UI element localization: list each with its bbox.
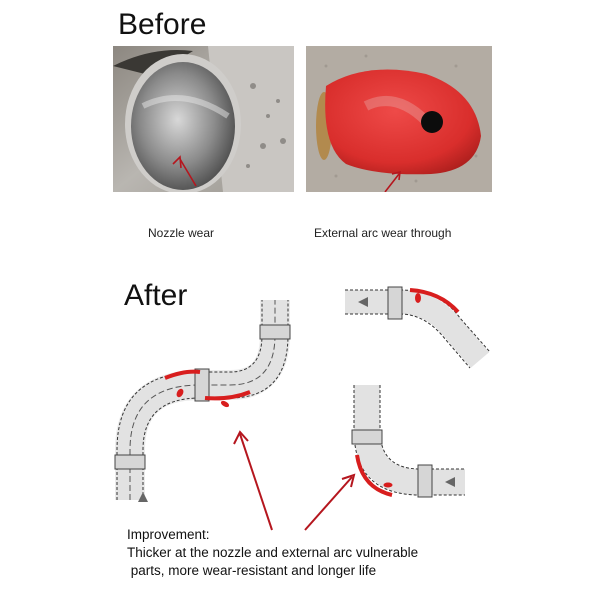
before-heading: Before — [118, 8, 207, 41]
after-heading: After — [124, 279, 188, 312]
nozzle-wear-photo — [113, 46, 294, 192]
improvement-label: Improvement: — [127, 527, 210, 542]
external-arc-wear-photo — [306, 46, 492, 192]
s-bend-diagram — [114, 300, 291, 502]
external-arc-wear-caption: External arc wear through — [314, 226, 452, 240]
nozzle-wear-caption: Nozzle wear — [148, 226, 215, 240]
improvement-line-1: Thicker at the nozzle and external arc v… — [127, 545, 419, 560]
45-degree-elbow-diagram — [345, 286, 491, 369]
callout-arrows — [233, 430, 356, 531]
90-degree-elbow-diagram — [351, 385, 465, 498]
improvement-line-2: parts, more wear-resistant and longer li… — [127, 563, 377, 578]
